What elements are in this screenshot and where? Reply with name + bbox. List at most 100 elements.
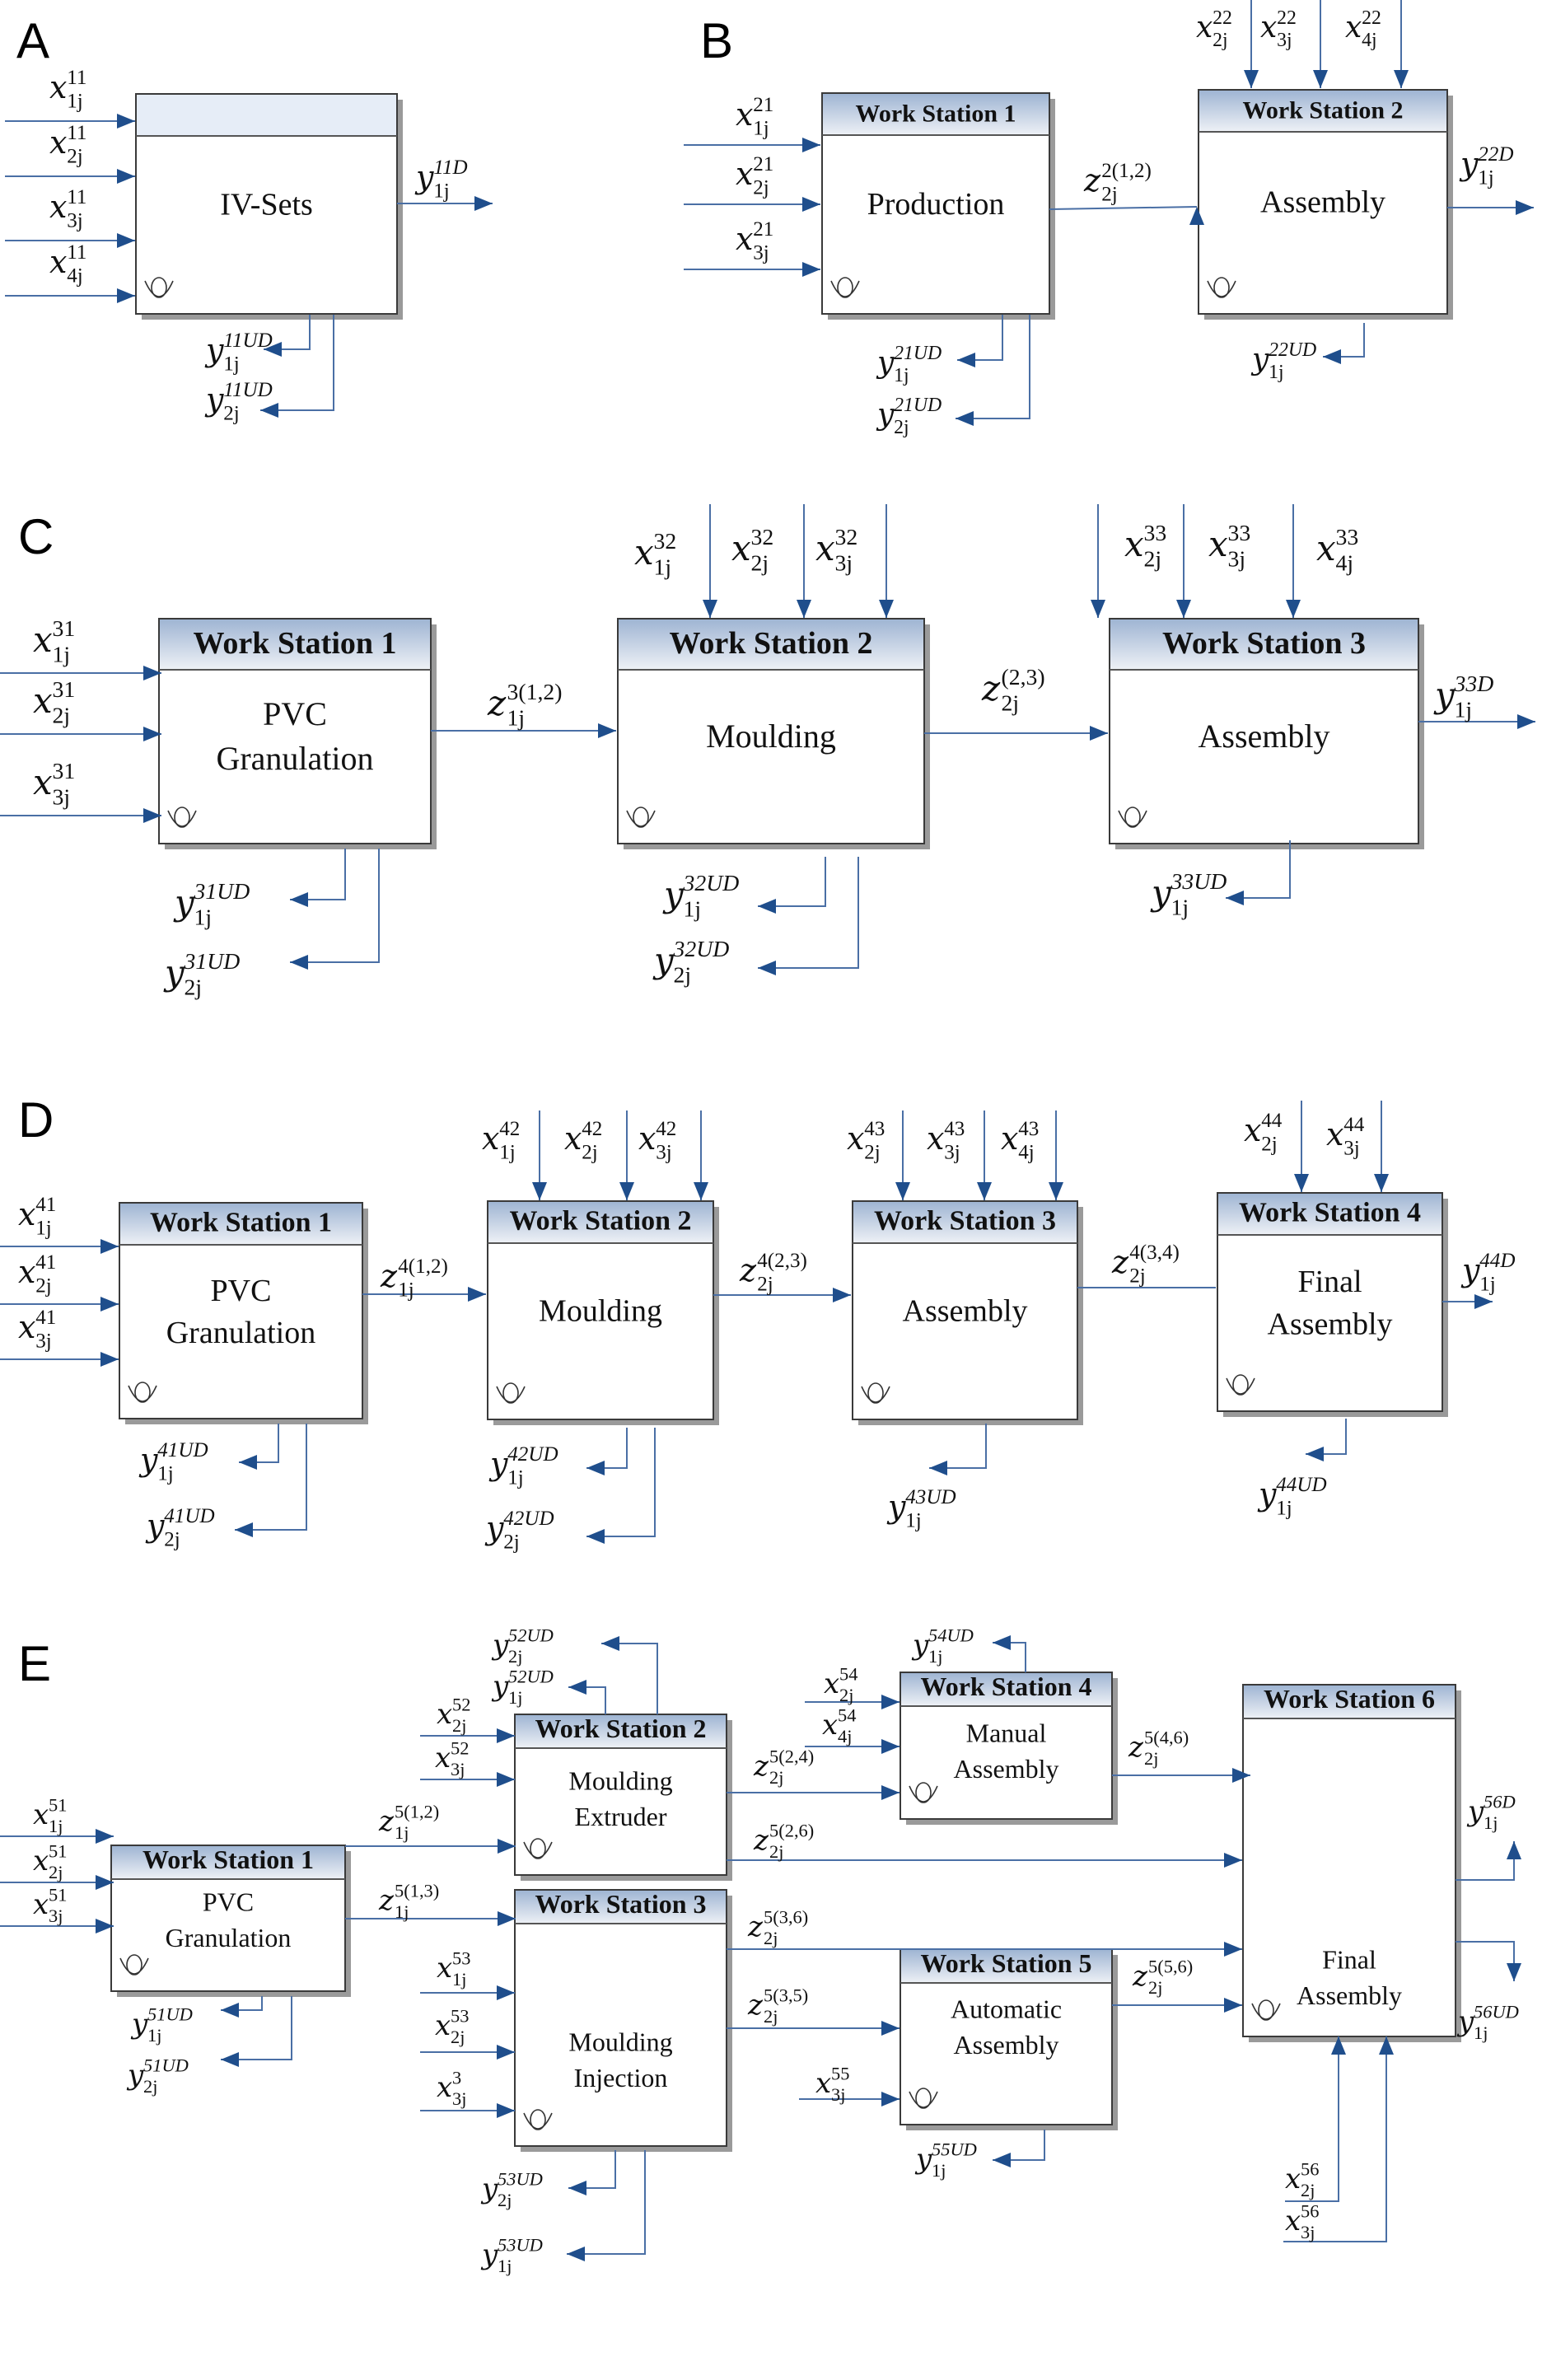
variable-subscript: 2j xyxy=(864,1141,881,1163)
station-title: Work Station 1 xyxy=(150,1208,332,1238)
variable-superscript: 5(3,5) xyxy=(764,1985,808,2006)
arrowhead-icon xyxy=(1306,1447,1324,1461)
variable-subscript: 1j xyxy=(395,1822,409,1843)
variable-subscript: 2j xyxy=(503,1531,520,1553)
arrowhead-icon xyxy=(498,1911,516,1926)
variable-base: x xyxy=(638,1120,656,1157)
variable-superscript: 44 xyxy=(1261,1110,1283,1132)
variable-subscript: 1j xyxy=(49,1816,63,1836)
variable-superscript: 43 xyxy=(864,1118,885,1140)
arrowhead-icon xyxy=(758,961,776,975)
variable-base: z xyxy=(739,1252,757,1288)
arrowhead-icon xyxy=(100,1239,119,1254)
variable-superscript: 11 xyxy=(67,67,86,89)
station-process-label: Final xyxy=(1322,1945,1376,1975)
station-process-label: Granulation xyxy=(216,740,373,777)
operator-icon xyxy=(1226,1374,1255,1396)
variable-subscript: 1j xyxy=(147,2025,161,2046)
variable-subscript: 2j xyxy=(764,1928,778,1948)
arrowhead-icon xyxy=(239,1455,257,1470)
station-process-label: Assembly xyxy=(1260,185,1385,219)
variable-superscript: 43 xyxy=(944,1118,965,1140)
station-title: Work Station 5 xyxy=(920,1948,1091,1978)
arrowhead-icon xyxy=(1224,1942,1242,1957)
arrowhead-icon xyxy=(1294,1174,1309,1192)
arrowhead-icon xyxy=(1224,1998,1242,2013)
arrowhead-icon xyxy=(117,233,135,248)
intermediate-flow-arrow xyxy=(1049,206,1198,210)
variable-superscript: 53UD xyxy=(498,2235,543,2256)
variable-base: z xyxy=(378,1805,395,1838)
variable-base: x xyxy=(564,1120,582,1157)
variable-base: x xyxy=(736,96,753,133)
arrowhead-icon xyxy=(586,1529,605,1544)
arrowhead-icon xyxy=(264,342,282,357)
work-station-a1[interactable]: IV-Sets xyxy=(135,93,403,320)
variable-subscript: 2j xyxy=(451,2027,465,2047)
variable-subscript: 2j xyxy=(223,402,240,424)
arrowhead-icon xyxy=(221,2003,239,2018)
variable-superscript: 52 xyxy=(452,1695,470,1715)
arrowhead-icon xyxy=(802,262,820,277)
variable-subscript: 3j xyxy=(753,241,769,264)
variable-subscript: 2j xyxy=(1213,30,1227,51)
arrowhead-icon xyxy=(1286,600,1301,618)
variable-superscript: 32UD xyxy=(673,936,730,961)
variable-subscript: 1j xyxy=(157,1462,174,1485)
arrowhead-icon xyxy=(758,899,776,914)
variable-subscript: 1j xyxy=(684,896,702,922)
undesired-output-arrow xyxy=(586,1428,656,1537)
undesired-output-arrow xyxy=(993,2130,1045,2161)
variable-subscript: 2j xyxy=(67,145,83,167)
variable-superscript: 52UD xyxy=(508,1667,554,1687)
variable-subscript: 3j xyxy=(452,2088,466,2109)
arrowhead-icon xyxy=(117,169,135,184)
variable-subscript: 3j xyxy=(451,1759,465,1779)
arrowhead-icon xyxy=(143,666,161,680)
variable-subscript: 2j xyxy=(498,2190,512,2210)
variable-base: x xyxy=(1260,11,1277,44)
variable-base: x xyxy=(49,244,67,280)
variable-base: x xyxy=(634,532,654,573)
variable-base: y xyxy=(876,398,895,432)
variable-base: x xyxy=(18,1254,35,1290)
variable-superscript: 4(1,2) xyxy=(398,1255,448,1278)
undesired-output-arrow xyxy=(221,1996,292,2060)
variable-subscript: 1j xyxy=(53,642,71,667)
undesired-output-arrow xyxy=(1226,840,1291,899)
station-process-label: Moulding xyxy=(539,1294,662,1329)
variable-base: y xyxy=(204,381,224,418)
variable-subscript: 2j xyxy=(1148,1977,1162,1998)
station-title: Work Station 2 xyxy=(669,626,872,661)
variable-base: x xyxy=(482,1120,499,1157)
variable-subscript: 2j xyxy=(769,1767,783,1788)
variable-superscript: 56 xyxy=(1301,2159,1319,2180)
variable-subscript: 2j xyxy=(769,1841,783,1862)
